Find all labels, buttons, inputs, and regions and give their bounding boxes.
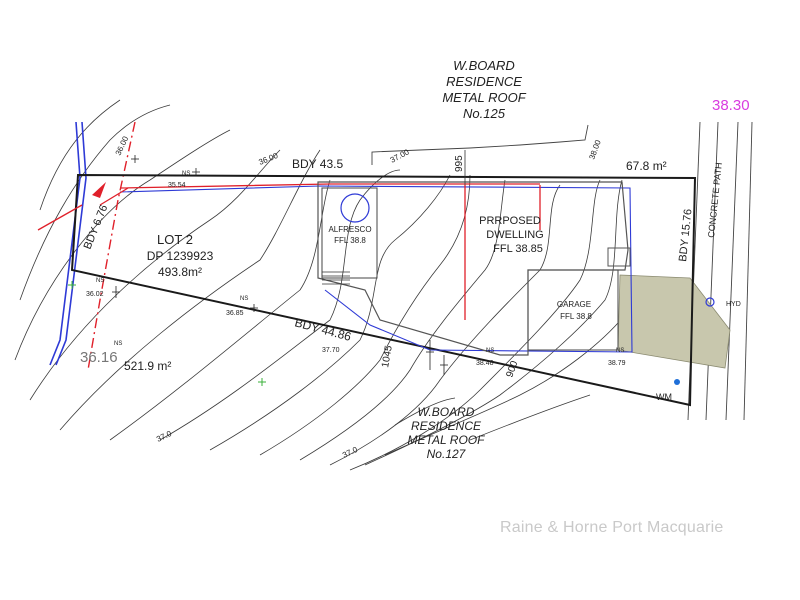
north-neighbour-line2: RESIDENCE <box>446 74 522 89</box>
spot-3848: 38.48 <box>476 360 494 367</box>
dwelling-line2: DWELLING <box>486 229 543 241</box>
spot-3770: 37.70 <box>322 347 340 354</box>
ns-label: NS <box>182 171 190 177</box>
sewer-line <box>87 121 136 371</box>
ns-label: NS <box>96 278 104 284</box>
spot-markers <box>112 155 448 375</box>
north-neighbour-line3: METAL ROOF <box>442 90 526 105</box>
corner-area: 67.8 m² <box>626 159 667 173</box>
survey-marks <box>68 281 266 386</box>
north-fence-line <box>371 124 589 165</box>
spot-3600b: 36.00 <box>114 134 131 156</box>
dim-900: 900 <box>504 359 520 379</box>
north-neighbour-line1: W.BOARD <box>453 58 515 73</box>
ns-label: NS <box>114 341 122 347</box>
alfresco-outline <box>321 187 378 279</box>
south-neighbour-line4: No.127 <box>427 447 467 461</box>
south-neighbour-line3: METAL ROOF <box>408 433 486 447</box>
concrete-path-label: CONCRETE PATH <box>706 162 724 238</box>
alfresco-line2: FFL 38.8 <box>334 236 366 245</box>
garage-line1: GARAGE <box>557 300 591 309</box>
dim-1045: 1045 <box>380 344 395 368</box>
spot-3602: 36.02 <box>86 291 104 298</box>
lot-dp: DP 1239923 <box>147 249 214 263</box>
south-neighbour-line2: RESIDENCE <box>411 419 482 433</box>
dwelling-outline <box>317 181 629 356</box>
contour-lines <box>14 99 626 471</box>
dim-995: 995 <box>454 155 465 172</box>
spot-3685: 36.85 <box>226 310 244 317</box>
water-meter-label: WM <box>656 392 672 402</box>
bdy-north: BDY 43.5 <box>292 157 343 171</box>
alfresco-line1: ALFRESCO <box>328 225 371 234</box>
north-neighbour-line4: No.125 <box>463 106 506 121</box>
bdy-south: BDY 44.86 <box>293 315 353 344</box>
spot-3879: 38.79 <box>608 360 626 367</box>
garage-outline <box>527 269 619 351</box>
left-level-label: 36.16 <box>80 349 118 366</box>
driveway <box>617 274 731 369</box>
spot-370b: 37.0 <box>341 445 359 460</box>
spot-3600a: 36.00 <box>257 151 279 167</box>
garage-line2: FFL 38.8 <box>560 312 592 321</box>
corner-level-label: 38.30 <box>712 97 750 114</box>
spot-3800: 38.00 <box>587 138 602 160</box>
lot1-area: 521.9 m² <box>124 359 171 373</box>
water-meter-marker <box>674 379 680 385</box>
lot-area: 493.8m² <box>158 265 202 279</box>
garage-entry <box>607 247 631 267</box>
dwelling-line3: FFL 38.85 <box>493 243 543 255</box>
south-neighbour-line1: W.BOARD <box>418 405 475 419</box>
stairs <box>322 271 350 285</box>
ns-label: NS <box>240 296 248 302</box>
water-tank <box>340 193 370 223</box>
bdy-east: BDY 15.76 <box>677 208 694 262</box>
hydrant-marker <box>705 297 715 307</box>
spot-370a: 37.0 <box>155 429 173 444</box>
bdy-west: BDY 6.76 <box>82 203 111 251</box>
agency-watermark: Raine & Horne Port Macquarie <box>500 519 724 536</box>
ns-label: NS <box>616 348 624 354</box>
lot-2-boundary <box>70 173 697 407</box>
spot-3554: 35.54 <box>168 182 186 189</box>
lot-name: LOT 2 <box>157 232 193 247</box>
lot1-boundary-lines <box>49 121 87 366</box>
service-lines <box>37 183 541 320</box>
spot-3700: 37.00 <box>389 147 411 165</box>
setback-line <box>119 185 633 353</box>
ns-label: NS <box>486 348 494 354</box>
dwelling-line1: PRRPOSED <box>479 215 541 227</box>
stormwater-arrow <box>92 182 106 198</box>
hydrant-label: HYD <box>726 301 741 308</box>
